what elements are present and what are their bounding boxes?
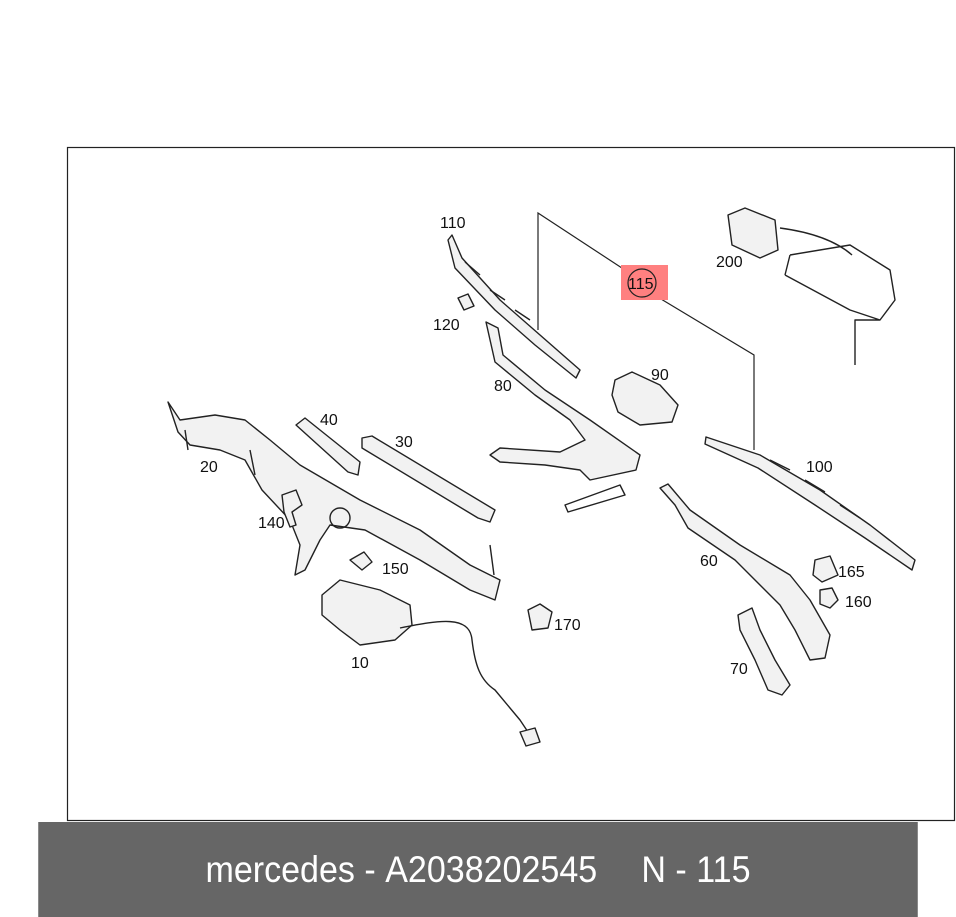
clip-120 <box>457 293 475 311</box>
leader-lines-115 <box>537 211 755 450</box>
position-number: 115 <box>696 848 751 890</box>
parts-diagram: 110 115 200 120 90 80 40 30 20 100 140 6… <box>66 146 956 822</box>
wiper-blade-110 <box>447 234 581 379</box>
label-115[interactable]: 115 <box>628 276 654 293</box>
label-20[interactable]: 20 <box>200 459 218 476</box>
label-120[interactable]: 120 <box>433 317 460 334</box>
position-prefix: N - <box>641 848 697 890</box>
part-number: A2038202545 <box>385 848 598 890</box>
label-30[interactable]: 30 <box>395 434 413 451</box>
separator: - <box>354 848 386 890</box>
label-200[interactable]: 200 <box>716 254 743 271</box>
wiper-blade-100 <box>704 436 916 571</box>
label-60[interactable]: 60 <box>700 553 718 570</box>
callout-circle-115 <box>627 268 657 298</box>
label-170[interactable]: 170 <box>554 617 581 634</box>
label-100[interactable]: 100 <box>806 459 833 476</box>
label-165[interactable]: 165 <box>838 564 865 581</box>
label-110[interactable]: 110 <box>440 215 466 232</box>
cover-70 <box>737 607 791 696</box>
bolt-150 <box>349 551 373 571</box>
rod-30 <box>361 435 496 523</box>
nut-160 <box>819 587 839 609</box>
wiper-arm-60 <box>659 483 831 661</box>
label-70[interactable]: 70 <box>730 661 748 678</box>
wiper-linkage-20 <box>167 401 501 601</box>
brand-name: mercedes <box>205 848 355 890</box>
label-40[interactable]: 40 <box>320 412 338 429</box>
bolt-140 <box>281 489 303 528</box>
cover-90 <box>611 371 679 426</box>
label-10[interactable]: 10 <box>351 655 369 672</box>
wiper-motor-10 <box>321 579 541 747</box>
rod-40 <box>295 417 361 476</box>
label-90[interactable]: 90 <box>651 367 669 384</box>
label-150[interactable]: 150 <box>382 561 409 578</box>
diagram-frame <box>66 146 956 822</box>
cap-165 <box>812 555 839 583</box>
sensor-200 <box>727 207 896 365</box>
footer-caption: mercedes - A2038202545 N - 115 <box>38 822 918 917</box>
wiper-arm-80 <box>485 321 641 513</box>
label-140[interactable]: 140 <box>258 515 285 532</box>
label-160[interactable]: 160 <box>845 594 872 611</box>
highlight-115 <box>621 265 668 300</box>
label-80[interactable]: 80 <box>494 378 512 395</box>
clip-170 <box>527 603 553 631</box>
